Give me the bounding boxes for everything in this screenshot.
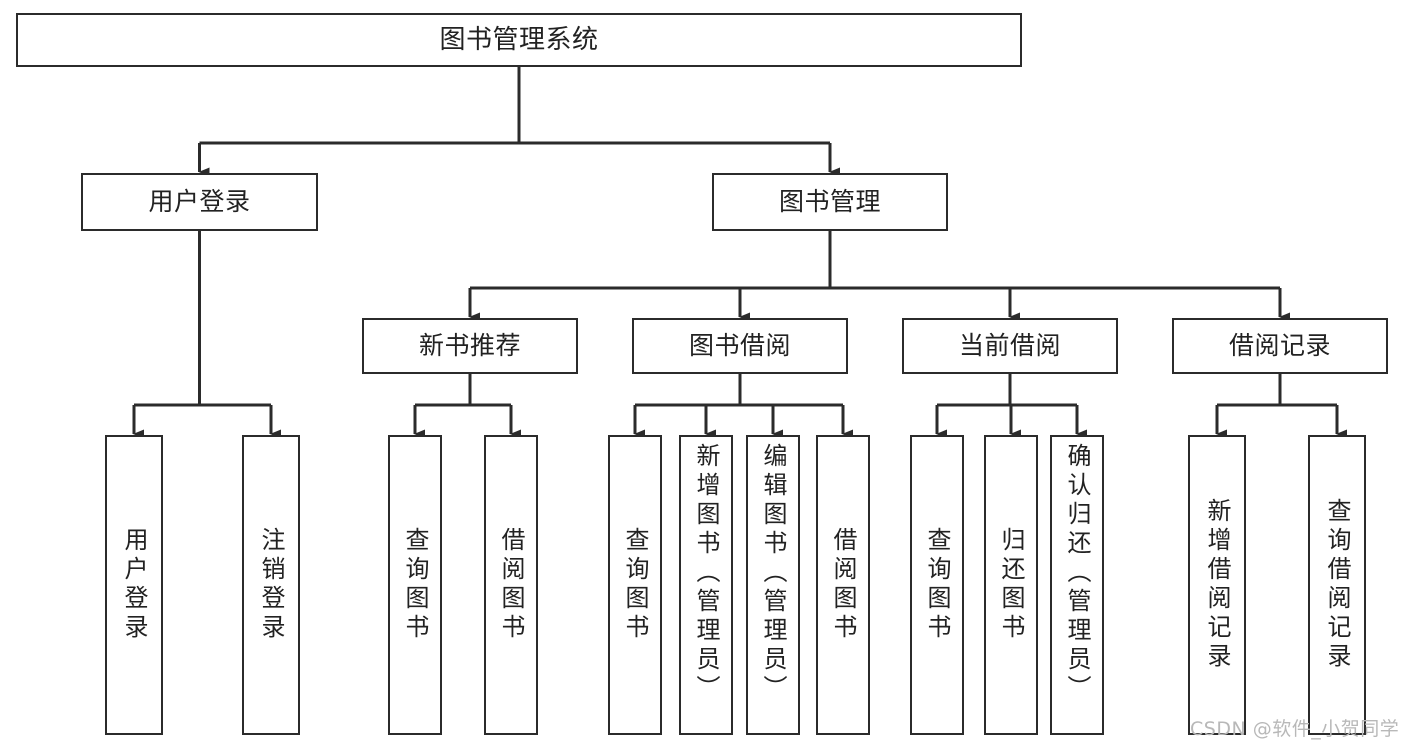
node-book-manage[interactable]: 图书管理 (712, 173, 948, 231)
csdn-watermark: CSDN @软件_小贺同学 (1190, 718, 1400, 740)
node-label: 查询借阅记录 (1323, 498, 1351, 672)
node-label: 图书管理系统 (439, 24, 599, 55)
node-label: 新增图书（管理员） (692, 443, 720, 704)
node-label: 编辑图书（管理员） (759, 443, 787, 704)
node-leaf-user-login[interactable]: 用户登录 (105, 435, 163, 735)
node-current-borrow[interactable]: 当前借阅 (902, 318, 1118, 374)
node-leaf-return-book[interactable]: 归还图书 (984, 435, 1038, 735)
node-leaf-edit-book-admin[interactable]: 编辑图书（管理员） (746, 435, 800, 735)
node-label: 查询图书 (621, 527, 649, 643)
node-root[interactable]: 图书管理系统 (16, 13, 1022, 67)
node-leaf-borrow-book-2[interactable]: 借阅图书 (816, 435, 870, 735)
node-label: 当前借阅 (958, 331, 1061, 361)
node-label: 借阅图书 (829, 527, 857, 643)
node-new-book-recommend[interactable]: 新书推荐 (362, 318, 578, 374)
node-label: 新增借阅记录 (1203, 498, 1231, 672)
node-leaf-add-borrow-record[interactable]: 新增借阅记录 (1188, 435, 1246, 735)
node-leaf-add-book-admin[interactable]: 新增图书（管理员） (679, 435, 733, 735)
node-leaf-query-borrow-record[interactable]: 查询借阅记录 (1308, 435, 1366, 735)
node-borrow-record[interactable]: 借阅记录 (1172, 318, 1388, 374)
node-label: 图书管理 (778, 187, 881, 217)
node-label: 借阅图书 (497, 527, 525, 643)
node-leaf-query-book-3[interactable]: 查询图书 (910, 435, 964, 735)
node-label: 用户登录 (148, 187, 251, 217)
node-user-login[interactable]: 用户登录 (81, 173, 318, 231)
node-label: 新书推荐 (418, 331, 521, 361)
node-label: 借阅记录 (1228, 331, 1331, 361)
node-label: 查询图书 (401, 527, 429, 643)
node-leaf-user-logout[interactable]: 注销登录 (242, 435, 300, 735)
node-leaf-confirm-return[interactable]: 确认归还（管理员） (1050, 435, 1104, 735)
node-book-borrow[interactable]: 图书借阅 (632, 318, 848, 374)
node-label: 图书借阅 (688, 331, 791, 361)
node-label: 查询图书 (923, 527, 951, 643)
node-label: 确认归还（管理员） (1063, 443, 1091, 704)
node-label: 用户登录 (120, 527, 148, 643)
node-label: 归还图书 (997, 527, 1025, 643)
node-leaf-query-book-1[interactable]: 查询图书 (388, 435, 442, 735)
node-leaf-borrow-book-1[interactable]: 借阅图书 (484, 435, 538, 735)
node-leaf-query-book-2[interactable]: 查询图书 (608, 435, 662, 735)
node-label: 注销登录 (257, 527, 285, 643)
